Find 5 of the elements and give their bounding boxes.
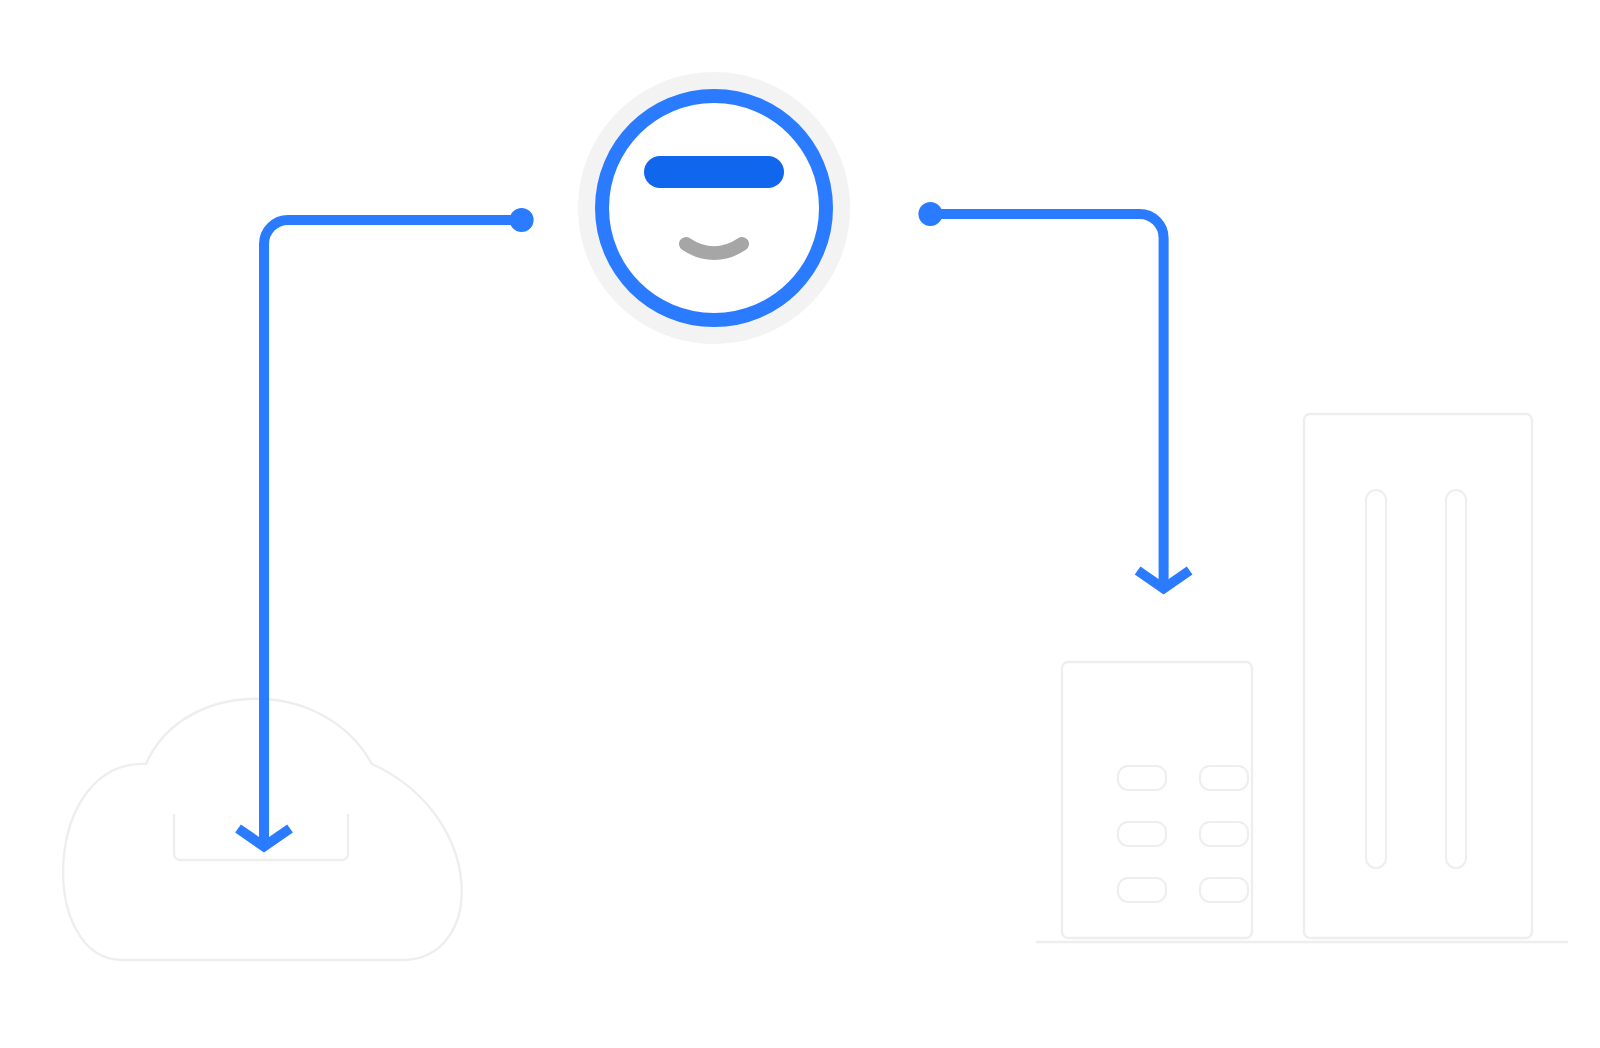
building-drawing: [1036, 412, 1568, 944]
cloud-drawing: [62, 697, 463, 962]
arrow: [918, 202, 1193, 595]
arrow: [235, 208, 534, 853]
status-face-icon: [578, 72, 850, 344]
